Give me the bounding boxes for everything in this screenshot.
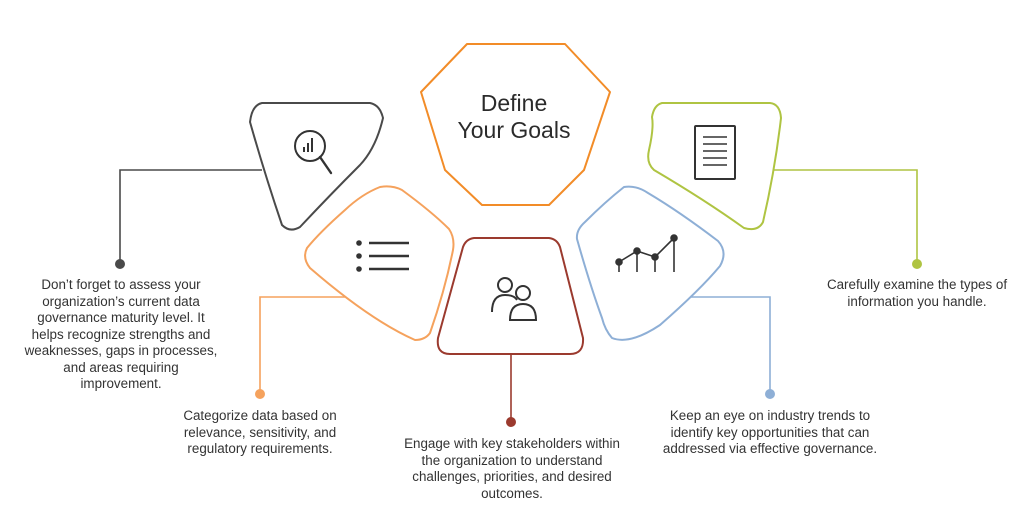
shape-examine-information bbox=[647, 102, 782, 231]
connector-engage-stakeholders bbox=[506, 354, 516, 427]
description-assess-maturity: Don’t forget to assess your organization… bbox=[24, 277, 218, 391]
description-engage-stakeholders: Engage with key stakeholders within the … bbox=[404, 436, 620, 501]
title-line-2: Your Goals bbox=[458, 117, 571, 143]
central-heptagon: Define Your Goals bbox=[420, 43, 611, 206]
shape-assess-maturity bbox=[249, 102, 384, 231]
connector-categorize-data bbox=[255, 296, 345, 399]
connector-assess-maturity bbox=[115, 169, 262, 269]
connector-examine-information bbox=[770, 169, 922, 269]
connector-industry-trends bbox=[686, 296, 775, 399]
description-examine-information: Carefully examine the types of informati… bbox=[826, 277, 1008, 309]
title-line-1: Define bbox=[481, 90, 547, 116]
document-icon bbox=[694, 125, 736, 180]
shape-engage-stakeholders bbox=[436, 237, 585, 355]
bulleted-list-icon bbox=[356, 240, 409, 272]
description-categorize-data: Categorize data based on relevance, sens… bbox=[183, 408, 337, 456]
users-icon bbox=[491, 277, 538, 321]
trend-chart-icon bbox=[615, 234, 678, 272]
shape-categorize-data bbox=[304, 185, 455, 341]
shape-industry-trends bbox=[575, 185, 725, 341]
description-industry-trends: Keep an eye on industry trends to identi… bbox=[662, 408, 878, 456]
magnifier-chart-icon bbox=[294, 130, 333, 175]
